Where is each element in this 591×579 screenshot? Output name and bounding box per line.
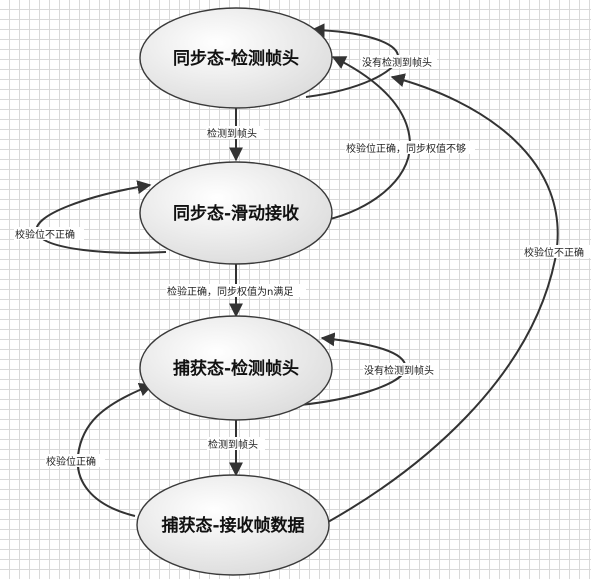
label-s2-to-s1: 校验位正确，同步权值不够 bbox=[346, 142, 466, 155]
label-s3-to-s4: 检测到帧头 bbox=[208, 438, 258, 451]
state-label-s4: 捕获态-接收帧数据 bbox=[161, 515, 304, 536]
state-label-s3: 捕获态-检测帧头 bbox=[173, 358, 299, 379]
label-s4-to-s3: 校验位正确 bbox=[46, 455, 96, 468]
state-same-sync-detect: 同步态-检测帧头 bbox=[139, 7, 333, 109]
state-capture-receive-frame: 捕获态-接收帧数据 bbox=[136, 474, 330, 576]
label-s1-to-s2: 检测到帧头 bbox=[207, 127, 257, 140]
state-label-s1: 同步态-检测帧头 bbox=[173, 48, 299, 69]
transitions bbox=[35, 23, 559, 523]
state-ellipse-s4 bbox=[136, 474, 330, 576]
state-ellipse-s2 bbox=[139, 161, 333, 265]
edge-s4-to-s1 bbox=[327, 73, 559, 523]
state-ellipse-s1 bbox=[139, 7, 333, 109]
transition-labels: 检测到帧头 没有检测到帧头 校验位不正确 校验位正确，同步权值不够 检验正确，同… bbox=[14, 55, 591, 468]
state-capture-detect: 捕获态-检测帧头 bbox=[139, 315, 333, 421]
label-s3-self-loop: 没有检测到帧头 bbox=[364, 364, 434, 377]
state-sync-slide-receive: 同步态-滑动接收 bbox=[139, 161, 333, 265]
state-ellipse-s3 bbox=[139, 315, 333, 421]
state-label-s2: 同步态-滑动接收 bbox=[173, 203, 299, 224]
label-s2-self-loop: 校验位不正确 bbox=[15, 228, 75, 241]
edge-s4-to-s3 bbox=[76, 382, 154, 517]
label-s2-to-s3: 检验正确，同步权值为n满足 bbox=[167, 285, 293, 298]
label-s4-to-s1: 校验位不正确 bbox=[524, 246, 584, 259]
label-s1-self-loop: 没有检测到帧头 bbox=[362, 56, 432, 69]
